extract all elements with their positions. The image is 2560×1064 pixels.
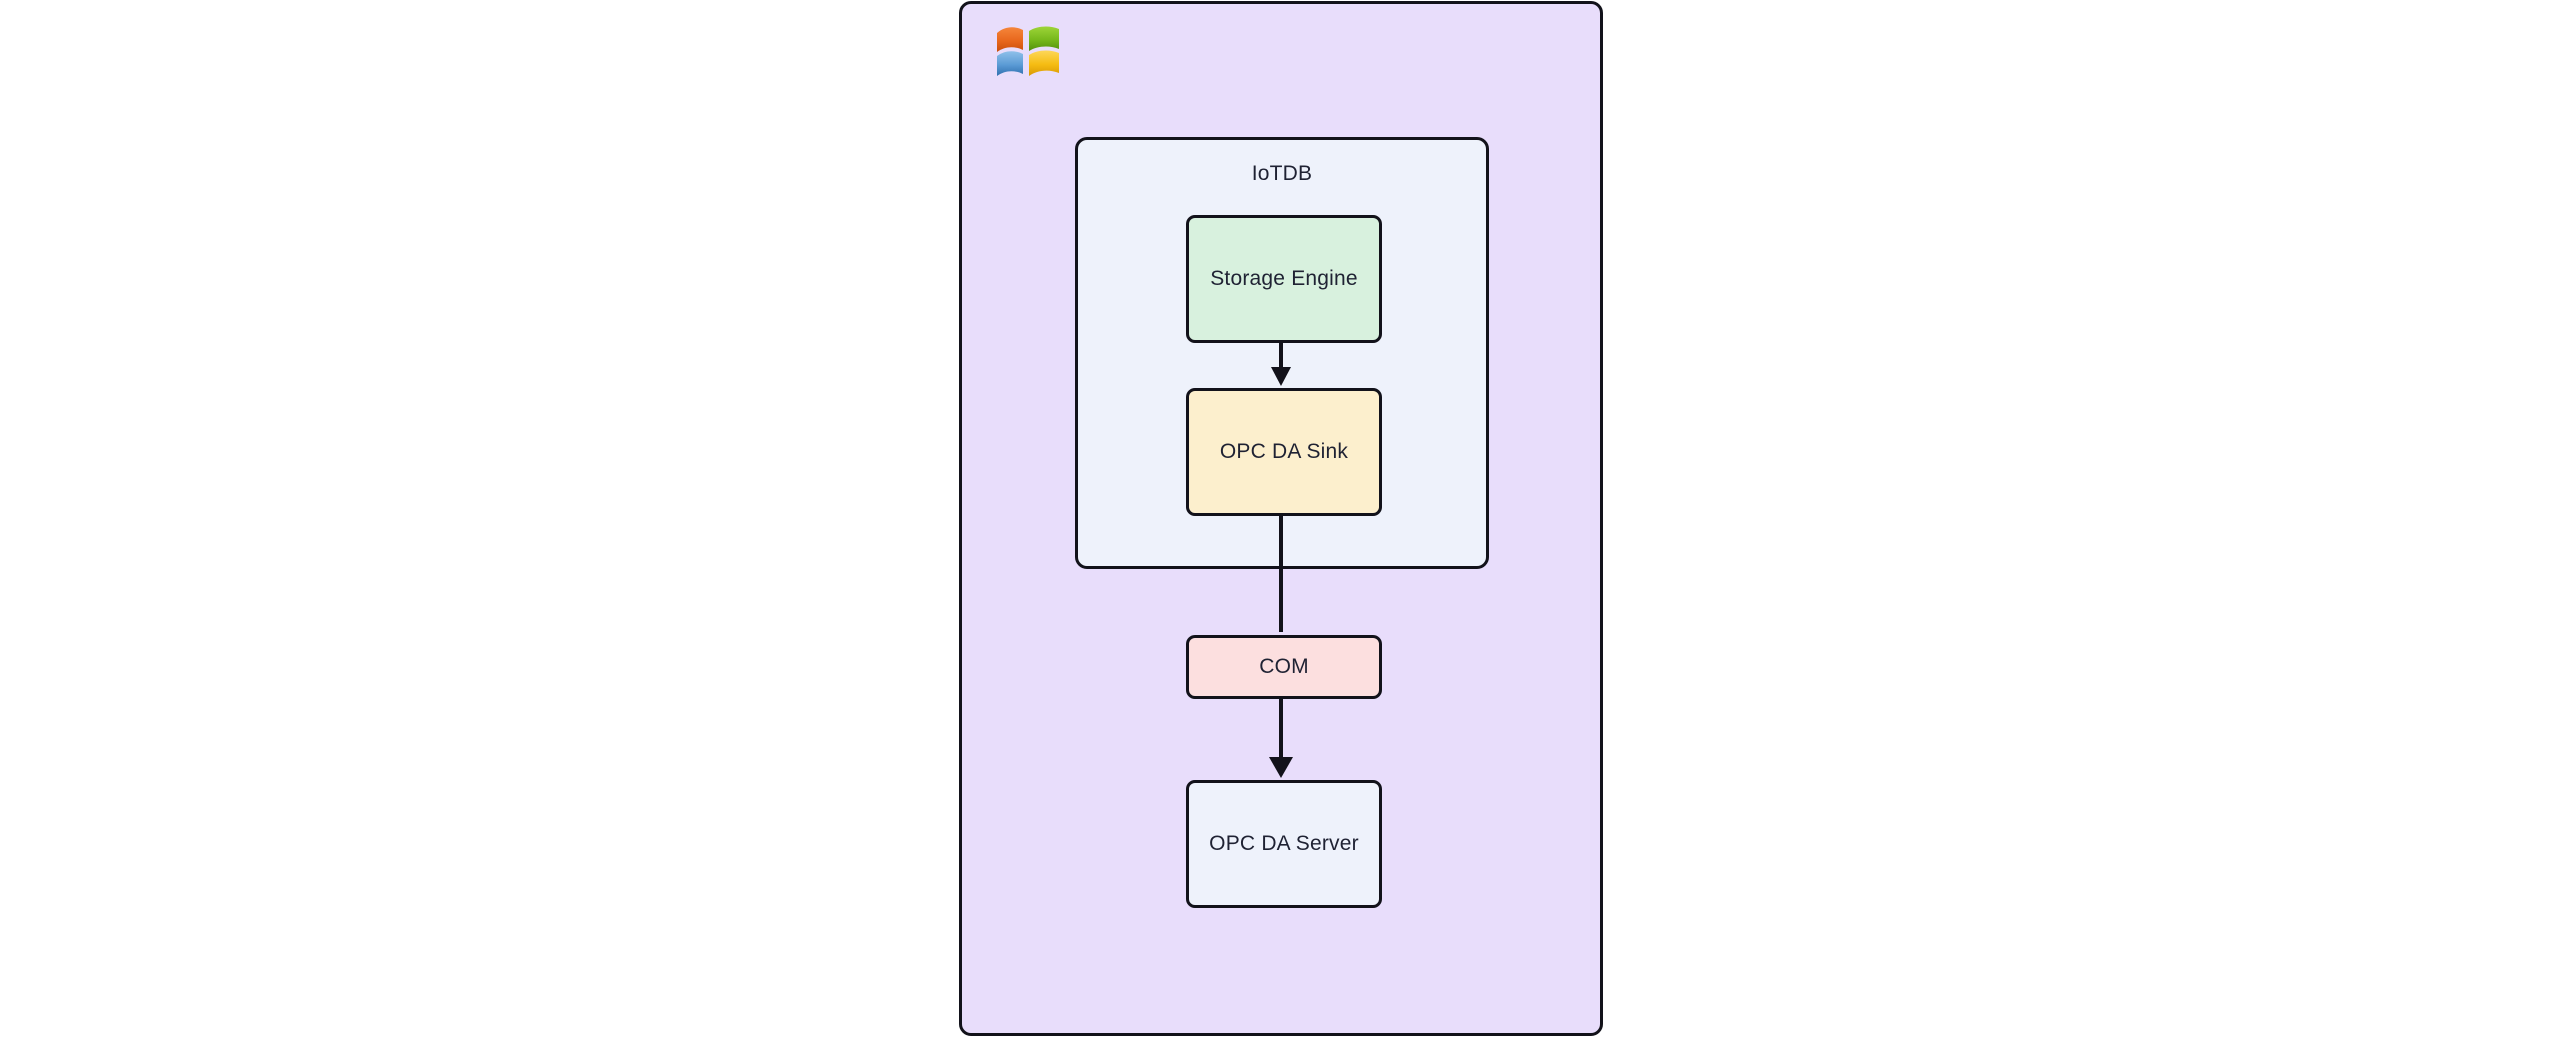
node-opc-da-sink-label: OPC DA Sink [1219, 440, 1349, 463]
windows-logo-icon [997, 26, 1059, 76]
node-storage-engine-label: Storage Engine [1210, 267, 1358, 290]
node-com-label: COM [1259, 655, 1309, 678]
node-opc-da-server-label: OPC DA Server [1209, 832, 1359, 855]
windows-host-container: IoTDB Storage Engine OPC DA Sink COM OPC… [959, 1, 1603, 1036]
node-com[interactable]: COM [1186, 635, 1382, 699]
node-opc-da-server[interactable]: OPC DA Server [1186, 780, 1382, 908]
node-opc-da-sink[interactable]: OPC DA Sink [1186, 388, 1382, 516]
node-storage-engine[interactable]: Storage Engine [1186, 215, 1382, 343]
iotdb-container-label: IoTDB [1251, 162, 1313, 185]
